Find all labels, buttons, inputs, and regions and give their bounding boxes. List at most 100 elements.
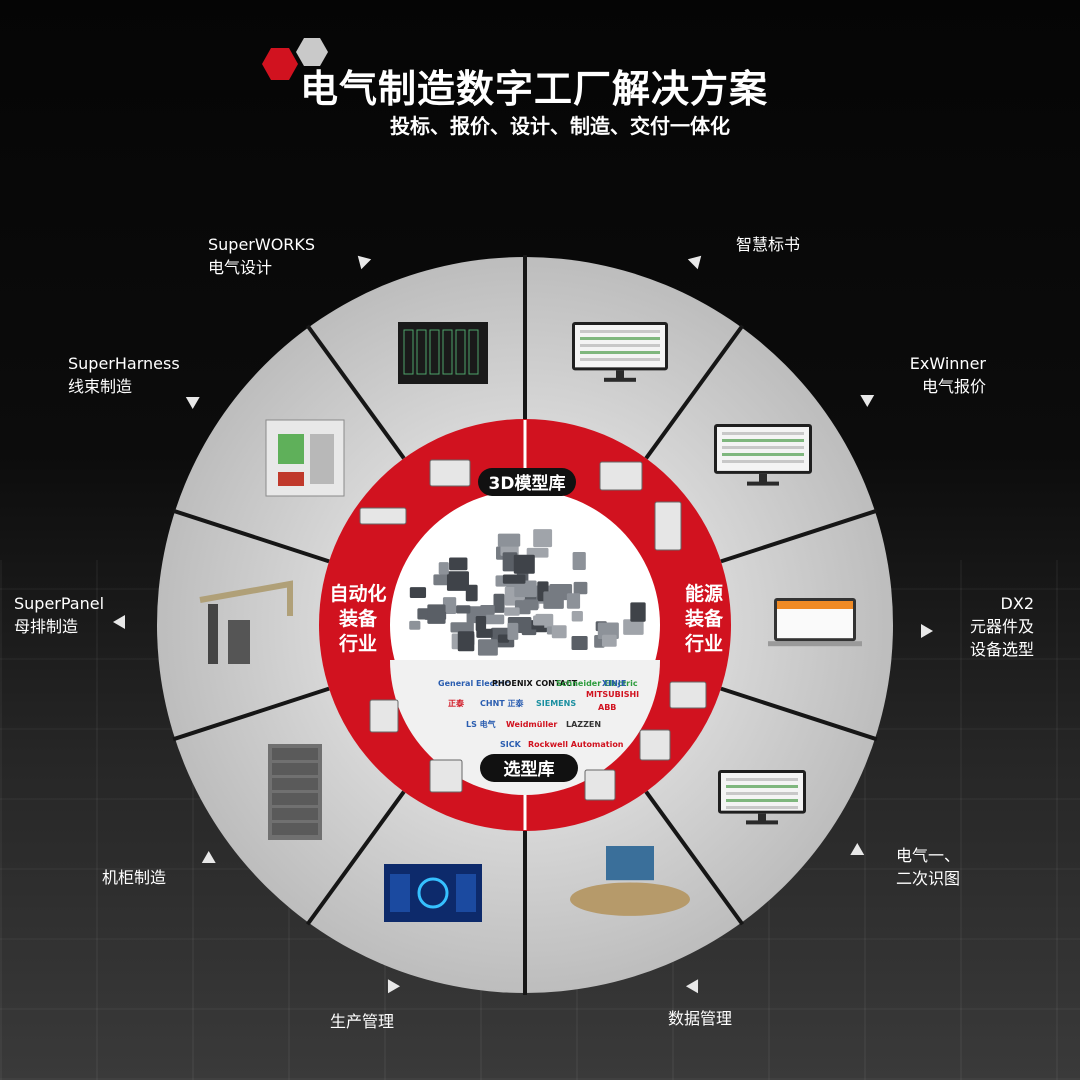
component-model: [502, 552, 518, 572]
automation-industry-line-3: 行业: [338, 632, 377, 655]
module-label-smart-bidding: 智慧标书: [736, 235, 801, 254]
component-model: [551, 625, 567, 639]
segment-divider: [305, 324, 406, 460]
exwinner-thumbnail: [714, 424, 812, 486]
component-model: [442, 597, 457, 614]
brand-mitsubishi: MITSUBISHI: [586, 690, 639, 699]
brand-xinje: XINJE: [602, 679, 626, 688]
component-model: [514, 580, 537, 598]
segment-divider: [172, 686, 330, 742]
component-model: [669, 681, 707, 709]
segment-divider: [172, 508, 330, 564]
segment-divider: [644, 324, 745, 460]
component-model: [359, 507, 407, 525]
component-model: [433, 574, 450, 586]
component-model: [497, 634, 510, 643]
component-model: [571, 610, 583, 622]
brand-schneider: Schneider Electric: [556, 679, 638, 688]
module-thumbnails: [199, 322, 862, 922]
superworks-thumbnail: [398, 322, 488, 384]
module-label-data-management: 数据管理: [668, 1009, 733, 1028]
component-model: [475, 615, 487, 632]
component-model: [477, 639, 498, 656]
component-model: [573, 581, 588, 595]
component-model: [654, 501, 682, 551]
energy-industry-line-3: 行业: [684, 632, 723, 655]
brand-logos: General Electric PHOENIX CONTACT Schneid…: [438, 679, 639, 749]
brand-zhengtai: 正泰: [448, 698, 465, 708]
component-model: [630, 602, 646, 622]
selection-library-pill: [480, 754, 578, 782]
cabinet-thumbnail: [268, 744, 322, 840]
component-model: [639, 729, 671, 761]
component-model: [543, 591, 564, 609]
superpanel-thumbnail: [199, 580, 293, 664]
module-label-production-management: 生产管理: [330, 1012, 395, 1031]
segment-divider: [644, 790, 745, 926]
energy-industry-line-1: 能源: [685, 582, 723, 605]
brand-weidmuller: Weidmüller: [506, 720, 557, 729]
component-model: [455, 605, 471, 614]
automation-industry-line-1: 自动化: [329, 582, 386, 605]
component-model: [533, 615, 553, 626]
pointer-icon: [113, 615, 125, 629]
energy-industry-line-2: 装备: [684, 607, 724, 630]
component-model: [584, 769, 616, 801]
brand-rockwell: Rockwell Automation: [528, 740, 624, 749]
module-label-cabinet-manufacturing: 机柜制造: [102, 868, 167, 887]
brand-abb: ABB: [598, 703, 616, 712]
selection-library-label: 选型库: [504, 759, 555, 780]
segment-divider: [720, 686, 878, 742]
component-model: [457, 631, 475, 652]
module-label-drawing-recognition: 电气一、二次识图: [896, 846, 961, 888]
segment-divider: [305, 790, 406, 926]
pointer-icon: [921, 624, 933, 638]
bidding-thumbnail: [572, 322, 668, 382]
component-model: [507, 622, 519, 640]
brand-siemens: SIEMENS: [536, 699, 576, 708]
component-model: [513, 554, 535, 574]
component-model: [438, 562, 449, 575]
component-model: [602, 634, 617, 647]
component-model: [566, 593, 581, 609]
component-model: [599, 461, 643, 491]
component-model: [429, 759, 463, 793]
gray-hexagon: [296, 38, 328, 66]
brand-ge: General Electric: [438, 679, 510, 688]
component-model: [429, 459, 471, 487]
component-model: [480, 605, 495, 615]
dx2-thumbnail: [768, 598, 862, 647]
component-models: [359, 459, 707, 801]
red-hexagon: [262, 48, 298, 80]
brand-chnt: CHNT 正泰: [480, 698, 525, 708]
brand-phoenix: PHOENIX CONTACT: [492, 679, 578, 688]
component-model: [623, 619, 644, 635]
model-library-label: 3D模型库: [489, 473, 566, 494]
component-model: [409, 620, 421, 630]
brand-lazzen: LAZZEN: [566, 720, 601, 729]
recognition-thumbnail: [718, 770, 806, 825]
component-model: [523, 599, 539, 611]
component-model: [483, 614, 505, 625]
model-library-pill: [478, 468, 576, 496]
component-model: [427, 604, 446, 624]
logo-hexagons: [262, 38, 328, 80]
component-model: [502, 574, 526, 584]
component-model: [572, 552, 586, 570]
superharness-thumbnail: [265, 419, 345, 497]
component-model: [465, 584, 478, 602]
brand-ls: LS 电气: [466, 719, 496, 729]
segment-dividers: [172, 255, 878, 995]
data-management-thumbnail: [570, 846, 690, 916]
component-model: [533, 529, 553, 548]
component-model: [497, 533, 521, 547]
component-model: [446, 571, 469, 591]
component-model: [571, 636, 588, 650]
production-thumbnail: [384, 864, 482, 922]
page-title: 电气制造数字工厂解决方案: [300, 67, 769, 111]
